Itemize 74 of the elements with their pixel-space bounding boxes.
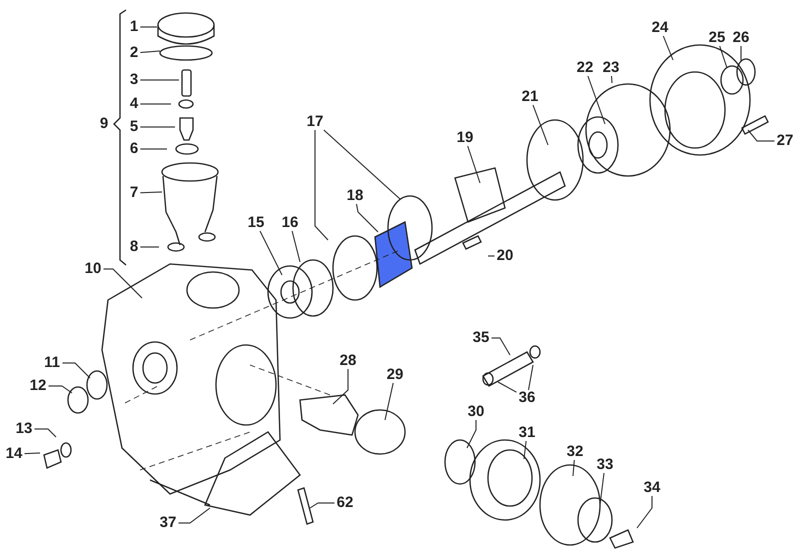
- leader-line: [140, 192, 162, 194]
- leader-line: [532, 104, 548, 146]
- leader-line: [528, 364, 534, 390]
- callout-number: 15: [248, 215, 264, 231]
- leader-line: [636, 496, 652, 528]
- callout-number: 18: [346, 188, 364, 204]
- callout-number: 20: [496, 248, 514, 264]
- leader-line: [524, 440, 527, 460]
- leader-line: [748, 130, 775, 142]
- callout-number: 10: [84, 261, 102, 277]
- callout-number: 13: [16, 421, 32, 437]
- leader-line: [467, 146, 480, 184]
- leader-line: [491, 338, 510, 356]
- leader-line: [719, 46, 728, 68]
- leader-line: [310, 502, 335, 508]
- leader-line: [356, 204, 378, 232]
- leader-line: [178, 508, 210, 524]
- callout-number: 28: [340, 353, 356, 369]
- callout-number: 30: [468, 404, 484, 420]
- callout-number: 1: [130, 19, 138, 35]
- callout-number: 23: [602, 60, 620, 76]
- callout-number: 27: [776, 133, 794, 149]
- leader-line: [587, 76, 606, 124]
- callout-number: 9: [100, 116, 108, 132]
- callout-number: 17: [306, 114, 324, 130]
- callout-number: 19: [456, 130, 474, 146]
- leader-line: [260, 230, 282, 276]
- callout-number: 32: [566, 444, 584, 460]
- callout-number: 21: [522, 89, 538, 105]
- leader-line: [62, 362, 90, 378]
- callout-number: 25: [708, 30, 726, 46]
- leader-line: [600, 472, 604, 506]
- callout-number: 62: [336, 495, 354, 511]
- callout-number: 34: [644, 480, 660, 496]
- leader-line: [740, 46, 742, 62]
- leader-line: [323, 130, 400, 200]
- leader-line: [498, 382, 517, 393]
- leader-line: [332, 368, 348, 404]
- callout-number: 29: [386, 367, 404, 383]
- callout-number: 6: [130, 141, 138, 157]
- callout-number: 16: [282, 215, 298, 231]
- leader-line: [140, 26, 158, 28]
- leader-line: [292, 230, 300, 262]
- leader-line: [48, 386, 72, 394]
- callout-number: 31: [518, 425, 536, 441]
- leader-line: [466, 420, 476, 448]
- leader-line: [103, 268, 142, 298]
- leader-line: [24, 452, 40, 454]
- callout-number: 3: [130, 72, 138, 88]
- callout-number: 7: [130, 185, 138, 201]
- callout-number: 33: [596, 457, 614, 473]
- leader-line: [572, 460, 575, 476]
- callout-number: 2: [130, 45, 138, 61]
- leader-line: [384, 382, 394, 420]
- leader-line: [140, 126, 176, 128]
- callout-number: 35: [472, 330, 490, 346]
- callout-number: 36: [518, 390, 536, 406]
- callout-number: 14: [6, 446, 22, 462]
- leader-line: [611, 76, 612, 84]
- callout-number: 26: [732, 30, 750, 46]
- callout-number: 37: [160, 515, 176, 531]
- callout-number: 5: [130, 119, 138, 135]
- callout-number: 4: [130, 96, 138, 112]
- callout-number: 11: [44, 355, 60, 371]
- leader-line: [34, 428, 56, 438]
- leader-line: [140, 148, 168, 150]
- callout-number: 24: [652, 20, 668, 36]
- callout-number: 12: [30, 378, 46, 394]
- leader-line: [140, 50, 160, 53]
- callout-number: 22: [576, 60, 594, 76]
- leader-line: [662, 36, 674, 60]
- leader-line: [140, 246, 160, 248]
- callout-number: 8: [130, 239, 138, 255]
- leader-line: [314, 130, 328, 240]
